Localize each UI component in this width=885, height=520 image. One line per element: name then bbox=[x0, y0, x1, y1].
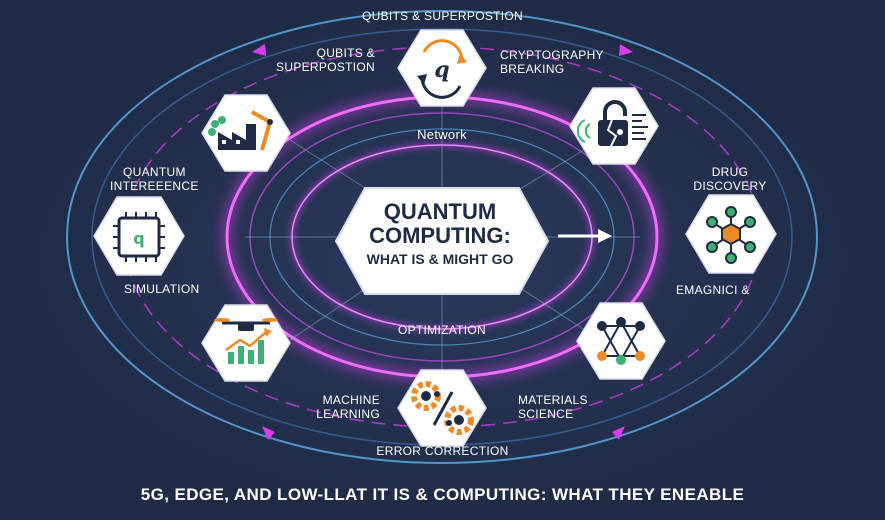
top-arc-label: QUBITS & SUPERPOSTION bbox=[362, 9, 523, 23]
center-title-line1: QUANTUM bbox=[383, 199, 497, 224]
hex-simulation bbox=[93, 196, 185, 276]
chip-q-icon: q bbox=[113, 212, 165, 262]
arc-arrow-bottom-right bbox=[612, 426, 625, 440]
hex-qubits bbox=[397, 29, 487, 107]
molecule-network-icon bbox=[706, 206, 756, 264]
label-interference: QUANTUM INTEREEENCE bbox=[110, 165, 199, 193]
center-title-line3: WHAT IS & MIGHT GO bbox=[366, 251, 514, 267]
bottom-arc-label: ERROR CORRECTION bbox=[376, 444, 509, 458]
center-title: QUANTUM COMPUTING: WHAT IS & MIGHT GO bbox=[330, 200, 550, 270]
arc-arrow-bottom-left bbox=[262, 426, 275, 440]
quantum-q-cycle-icon: q bbox=[417, 39, 467, 99]
factory-robot-arm-icon bbox=[208, 110, 273, 151]
label-ml: MACHINE LEARNING bbox=[316, 393, 380, 421]
broken-lock-icon bbox=[576, 100, 648, 147]
outer-ring bbox=[66, 10, 818, 464]
label-optimization: OPTIMIZATION bbox=[397, 323, 487, 337]
label-drug: DRUG DISCOVERY bbox=[693, 165, 767, 193]
center-hexagon bbox=[334, 187, 550, 295]
gears-percent-icon bbox=[411, 381, 474, 435]
label-crypto: CRYPTOGRAPHY BREAKING bbox=[500, 48, 604, 76]
arc-arrow-top-left bbox=[252, 44, 266, 56]
footer-caption: 5G, EDGE, AND LOW-LLAT IT IS & COMPUTING… bbox=[140, 485, 745, 504]
triangle-network-icon bbox=[597, 317, 645, 365]
label-materials: MATERIALS SCIENCE bbox=[518, 393, 588, 421]
center-title-line2: COMPUTING: bbox=[369, 223, 511, 248]
label-emagnici: EMAGNICI & bbox=[676, 283, 750, 297]
svg-text:q: q bbox=[434, 57, 449, 83]
label-qubits: QUBITS & SUPERPOSTION bbox=[276, 46, 375, 74]
center-arrow-head bbox=[598, 229, 612, 243]
label-network: Network bbox=[417, 127, 467, 142]
arc-arrow-top-right bbox=[619, 44, 633, 56]
svg-text:q: q bbox=[133, 229, 144, 248]
label-simulation: SIMULATION bbox=[124, 282, 200, 296]
drone-chart-icon bbox=[214, 318, 278, 364]
